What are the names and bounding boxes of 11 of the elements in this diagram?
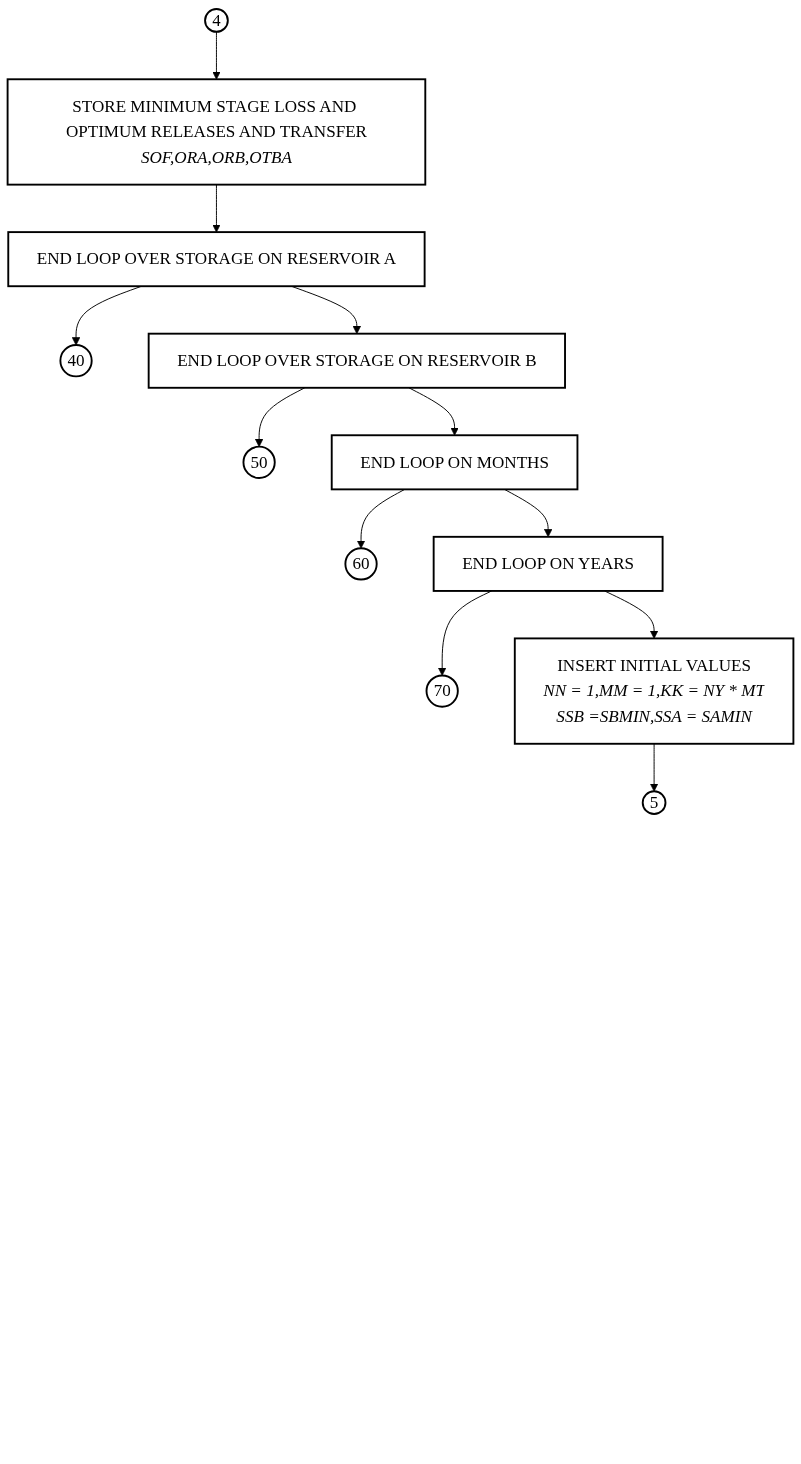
node-circle: 50 <box>242 445 276 479</box>
node-circle: 60 <box>344 547 378 581</box>
node-box: END LOOP ON MONTHS <box>330 434 579 491</box>
node-box: END LOOP ON YEARS <box>432 535 664 592</box>
node-circle: 4 <box>204 8 229 33</box>
node-box: END LOOP OVER STORAGE ON RESERVOIR B <box>147 332 566 389</box>
node-circle: 5 <box>641 790 667 815</box>
node-box: END LOOP OVER STORAGE ON RESERVOIR A <box>7 231 426 288</box>
node-box: STORE MINIMUM STAGE LOSS AND OPTIMUM RELEASES AND TRANSFER SOF,ORA,ORB,OTBA <box>6 78 427 186</box>
node-circle: 70 <box>425 674 459 708</box>
node-circle: 40 <box>59 344 93 378</box>
